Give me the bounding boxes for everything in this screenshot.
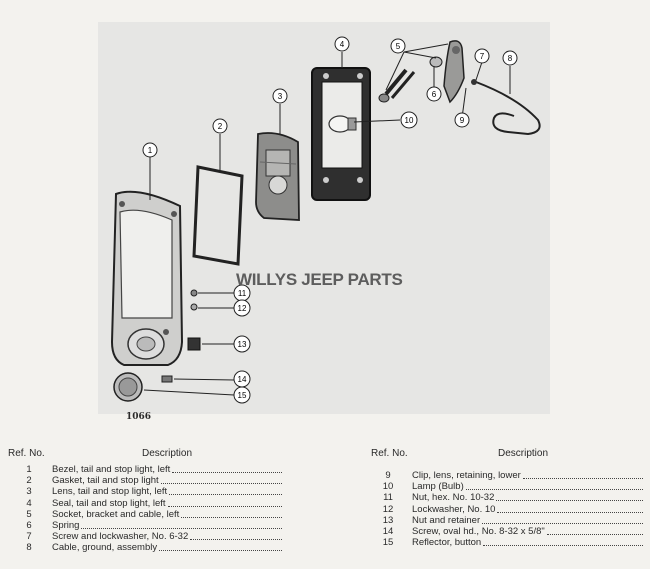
legend-ref-number: 6	[26, 520, 32, 531]
legend-row: 14 Screw, oval hd., No. 8-32 x 5/8"	[358, 526, 650, 537]
gasket-part	[192, 165, 244, 266]
callout-5: 5	[396, 42, 401, 51]
dot-leader	[496, 499, 643, 502]
dot-leader	[547, 533, 643, 535]
legend-ref-number: 2	[26, 475, 32, 487]
callout-1: 1	[148, 146, 153, 155]
legend-row: 9 Clip, lens, retaining, lower	[358, 470, 650, 481]
legend-description: Gasket, tail and stop light	[52, 475, 159, 487]
legend-ref-number: 5	[26, 508, 32, 520]
legend-description: Clip, lens, retaining, lower	[412, 470, 521, 481]
lens-part	[255, 132, 300, 221]
legend-row: 11 Nut, hex. No. 10-32	[358, 492, 650, 503]
ref-header: Ref. No.	[371, 448, 408, 459]
callout-bubbles: 1 2 3 4 5 6 7 8 9 10 11 12 13 14 15	[142, 36, 518, 404]
legend-ref-number: 12	[382, 503, 394, 515]
legend-description: Socket, bracket and cable, left	[52, 508, 180, 520]
socket-cable-part	[378, 40, 465, 104]
legend-description: Nut and retainer	[412, 514, 481, 526]
legend-description: Nut, hex. No. 10-32	[412, 492, 495, 504]
dot-leader	[181, 516, 282, 518]
legend-description: Seal, tail and stop light, left	[52, 497, 166, 509]
legend-row: 6 Spring	[0, 520, 300, 531]
legend-description: Screw, oval hd., No. 8-32 x 5/8"	[412, 526, 545, 537]
exploded-parts-diagram: 1 2 3 4 5 6 7 8 9 10 11 12 13 14 15	[98, 22, 550, 414]
dot-leader	[190, 538, 282, 541]
callout-14: 14	[238, 375, 247, 384]
legend-description: Reflector, button	[412, 537, 482, 549]
legend-row: 13 Nut and retainer	[358, 515, 650, 526]
legend-description: Screw and lockwasher, No. 6-32	[52, 531, 189, 543]
legend-ref-number: 10	[382, 481, 394, 493]
dot-leader	[523, 477, 643, 479]
legend-row: 7 Screw and lockwasher, No. 6-32	[0, 531, 300, 542]
leader-lines	[143, 43, 511, 396]
legend-ref-number: 4	[26, 497, 32, 509]
legend-ref-number: 8	[26, 542, 32, 554]
watermark: WILLYS JEEP PARTS	[236, 270, 403, 289]
legend-row: 5 Socket, bracket and cable, left	[0, 509, 300, 520]
callout-9: 9	[460, 116, 465, 125]
legend-ref-number: 1	[26, 464, 32, 475]
legend-description: Lens, tail and stop light, left	[52, 486, 168, 498]
callout-11: 11	[238, 289, 247, 298]
legend-row: 1 Bezel, tail and stop light, left	[0, 464, 300, 475]
dot-leader	[161, 482, 282, 485]
dot-leader	[482, 522, 643, 524]
legend-ref-number: 9	[385, 470, 391, 481]
callout-12: 12	[238, 304, 247, 313]
ground-cable-part	[471, 79, 541, 136]
bezel-part	[110, 190, 184, 366]
legend-description: Spring	[52, 520, 80, 531]
callout-13: 13	[238, 340, 247, 349]
lamp-bulb-part	[328, 115, 357, 133]
dot-leader	[169, 493, 282, 496]
legend-ref-number: 15	[382, 537, 394, 549]
callout-6: 6	[432, 90, 437, 99]
legend-row: 15 Reflector, button	[358, 537, 650, 548]
legend-ref-number: 14	[382, 526, 394, 537]
dot-leader	[483, 544, 643, 547]
legend-left-column: Ref. No. Description 1 Bezel, tail and st…	[0, 448, 300, 568]
legend-right-column: Ref. No. Description 9 Clip, lens, retain…	[358, 448, 650, 568]
dot-leader	[172, 471, 282, 473]
legend-row: 2 Gasket, tail and stop light	[0, 475, 300, 486]
dot-leader	[168, 505, 282, 507]
callout-4: 4	[340, 40, 345, 49]
legend-row: 4 Seal, tail and stop light, left	[0, 498, 300, 509]
legend-ref-number: 3	[26, 486, 32, 498]
legend-ref-number: 7	[26, 531, 32, 543]
seal-part	[311, 67, 371, 201]
callout-10: 10	[405, 116, 414, 125]
legend-row: 8 Cable, ground, assembly	[0, 542, 300, 553]
legend-row: 12 Lockwasher, No. 10	[358, 504, 650, 515]
callout-8: 8	[508, 54, 513, 63]
legend-ref-number: 13	[382, 514, 394, 526]
dot-leader	[159, 549, 282, 552]
diagram-drawing: 1 2 3 4 5 6 7 8 9 10 11 12 13 14 15	[110, 36, 541, 404]
legend-row: 3 Lens, tail and stop light, left	[0, 486, 300, 497]
desc-header: Description	[142, 448, 193, 459]
legend-description: Lockwasher, No. 10	[412, 503, 496, 515]
legend-description: Bezel, tail and stop light, left	[52, 464, 171, 475]
ref-header: Ref. No.	[8, 448, 45, 459]
callout-7: 7	[480, 52, 485, 61]
figure-number: 1066	[126, 412, 152, 422]
callout-3: 3	[278, 92, 283, 101]
legend-row: 10 Lamp (Bulb)	[358, 481, 650, 492]
dot-leader	[81, 527, 282, 529]
dot-leader	[497, 511, 643, 513]
callout-2: 2	[218, 122, 223, 131]
dot-leader	[466, 488, 643, 491]
desc-header: Description	[498, 448, 549, 459]
legend-ref-number: 11	[383, 492, 393, 504]
legend-description: Lamp (Bulb)	[412, 481, 464, 493]
legend-description: Cable, ground, assembly	[52, 542, 158, 554]
small-parts	[113, 289, 201, 402]
callout-15: 15	[238, 391, 247, 400]
